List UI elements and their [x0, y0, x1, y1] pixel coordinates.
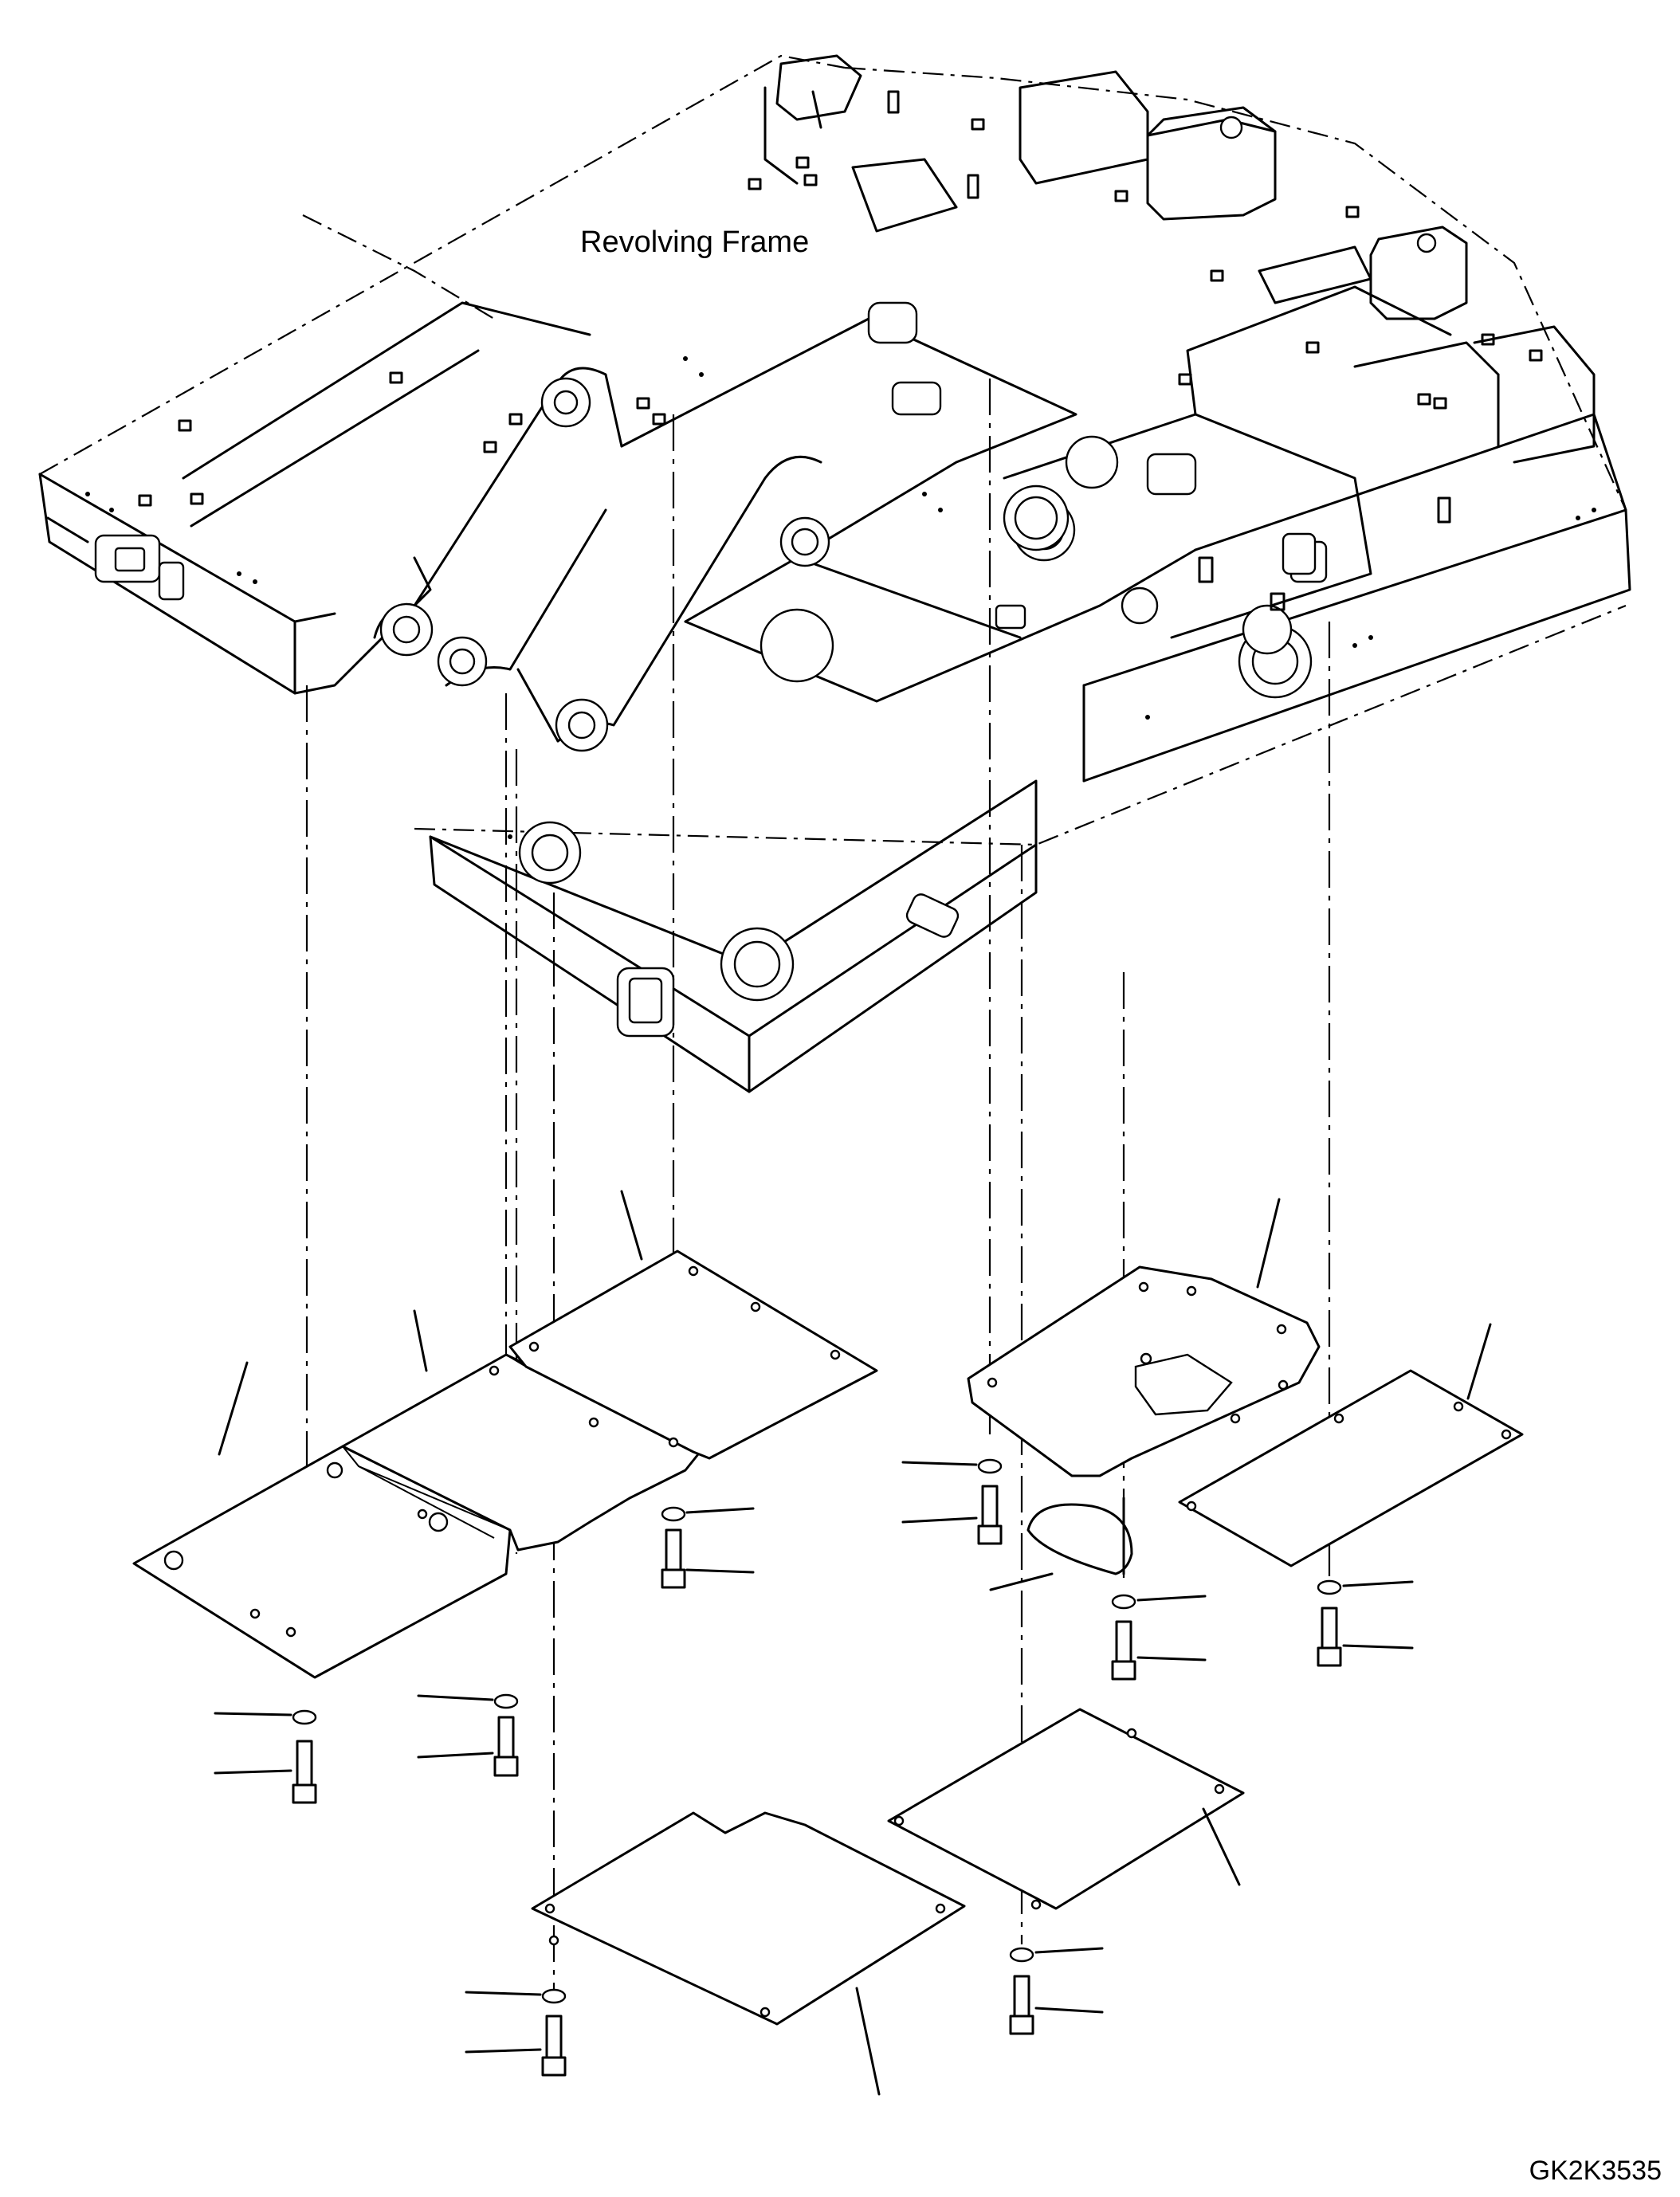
washer	[541, 1988, 567, 2004]
drawing-code: GK2K3535	[1529, 2156, 1662, 2186]
lower-left-undercover	[531, 1811, 966, 2096]
bolt	[292, 1740, 317, 1804]
alignment-lines	[305, 379, 1331, 1992]
lower-right-undercover	[887, 1708, 1245, 1910]
washer	[977, 1458, 1003, 1474]
bolt	[493, 1716, 519, 1777]
bolt	[1317, 1607, 1342, 1667]
washer	[292, 1709, 317, 1725]
bolt	[1009, 1975, 1034, 2035]
bolt	[1111, 1620, 1136, 1681]
bolt	[977, 1485, 1003, 1545]
washer	[493, 1693, 519, 1709]
washer	[1111, 1594, 1136, 1610]
fasteners	[214, 1458, 1414, 2077]
revolving-frame-label: Revolving Frame	[580, 226, 809, 259]
left-undercover	[132, 1361, 512, 1679]
inspection-cover	[989, 1497, 1133, 1591]
washer	[661, 1506, 686, 1522]
bolt	[661, 1528, 686, 1589]
upper-left-undercover	[508, 1190, 878, 1460]
undercover-plates	[132, 1190, 1524, 2096]
bolt	[541, 2015, 567, 2077]
right-undercover	[1178, 1323, 1524, 1567]
washer	[1317, 1579, 1342, 1595]
swing-motor-undercover	[967, 1198, 1321, 1477]
washer	[1009, 1947, 1034, 1963]
revolving-frame: Revolving Frame	[38, 54, 1631, 1093]
